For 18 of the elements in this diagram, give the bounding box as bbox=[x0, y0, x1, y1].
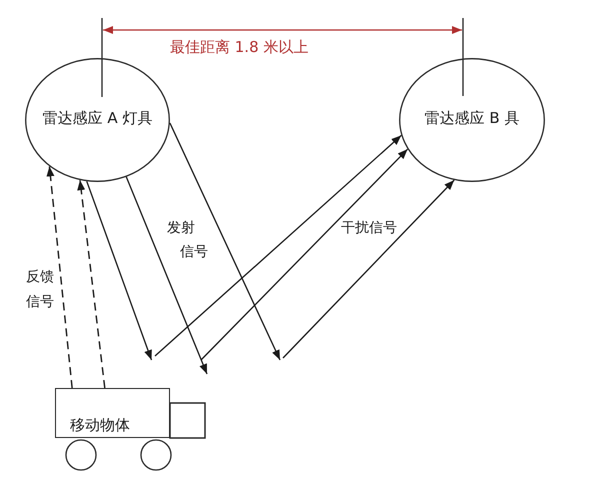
sensor-ellipse bbox=[399, 58, 545, 182]
arrow bbox=[126, 176, 208, 374]
signal-label: 发射信号 bbox=[167, 219, 208, 262]
distance-label: 最佳距离 1.8 米以上 bbox=[170, 38, 308, 56]
arrow bbox=[86, 181, 152, 360]
signal-label: 干扰信号 bbox=[341, 220, 397, 236]
arrow bbox=[200, 148, 408, 360]
dashed-arrow bbox=[46, 166, 73, 388]
dashed-arrow bbox=[77, 180, 106, 388]
object-label: 移动物体 bbox=[70, 416, 130, 434]
sensor-label: 雷达感应 B 具 bbox=[424, 109, 520, 127]
arrow bbox=[154, 134, 402, 356]
arrow bbox=[282, 180, 455, 358]
sensor-label: 雷达感应 A 灯具 bbox=[42, 109, 152, 127]
truck-body bbox=[55, 388, 170, 438]
signal-label: 反馈信号 bbox=[26, 268, 54, 312]
sensor-ellipse bbox=[25, 58, 170, 182]
arrow bbox=[169, 122, 281, 360]
